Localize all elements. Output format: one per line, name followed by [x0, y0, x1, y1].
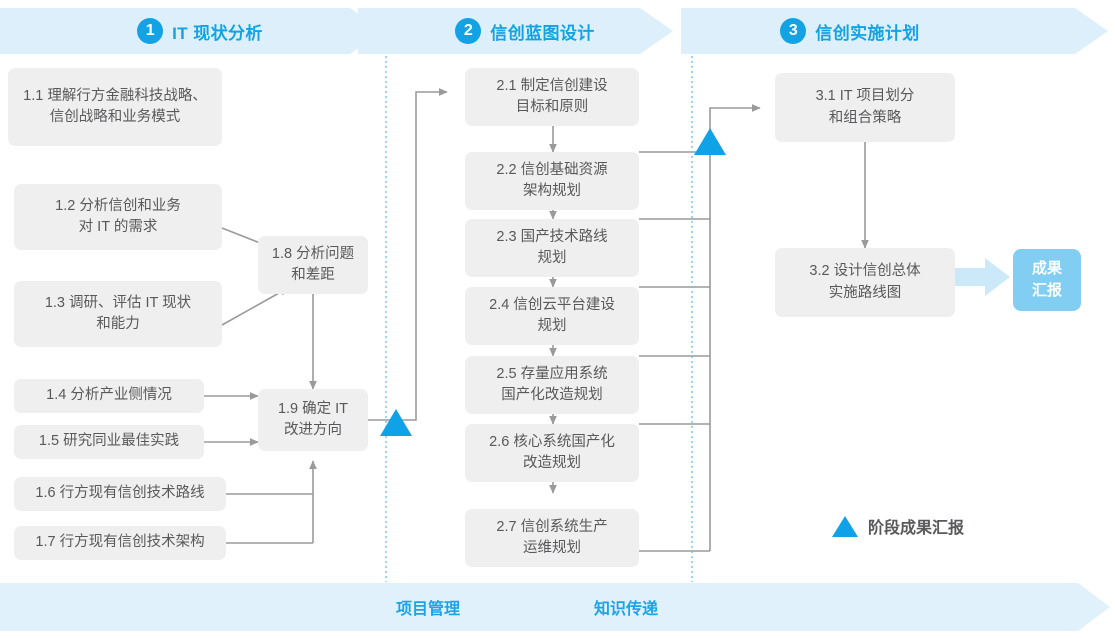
footer-band: [0, 583, 1115, 631]
task-box-2-2[interactable]: 2.2 信创基础资源 架构规划: [465, 152, 639, 210]
task-box-2-7[interactable]: 2.7 信创系统生产 运维规划: [465, 509, 639, 567]
result-arrow-icon: [952, 258, 1010, 296]
task-box-1-7[interactable]: 1.7 行方现有信创技术架构: [14, 526, 226, 560]
task-box-1-5[interactable]: 1.5 研究同业最佳实践: [14, 425, 204, 459]
task-box-2-4[interactable]: 2.4 信创云平台建设 规划: [465, 287, 639, 345]
task-box-1-6[interactable]: 1.6 行方现有信创技术路线: [14, 477, 226, 511]
legend: 阶段成果汇报: [832, 514, 964, 538]
task-box-3-1[interactable]: 3.1 IT 项目划分 和组合策略: [775, 73, 955, 142]
milestone-triangle-phase1: [380, 409, 412, 436]
task-box-1-3[interactable]: 1.3 调研、评估 IT 现状 和能力: [14, 281, 222, 347]
task-box-1-2[interactable]: 1.2 分析信创和业务 对 IT 的需求: [14, 184, 222, 250]
task-box-2-5[interactable]: 2.5 存量应用系统 国产化改造规划: [465, 356, 639, 414]
task-box-1-8[interactable]: 1.8 分析问题 和差距: [258, 236, 368, 294]
milestone-triangle-phase2: [694, 128, 726, 155]
task-box-1-1[interactable]: 1.1 理解行方金融科技战略、 信创战略和业务模式: [8, 68, 222, 146]
phase-header-band: [0, 8, 1115, 54]
task-box-2-1[interactable]: 2.1 制定信创建设 目标和原则: [465, 68, 639, 126]
result-report-box[interactable]: 成果 汇报: [1013, 249, 1081, 311]
legend-label: 阶段成果汇报: [868, 520, 965, 537]
task-box-2-3[interactable]: 2.3 国产技术路线 规划: [465, 219, 639, 277]
triangle-icon: [832, 515, 858, 537]
task-box-3-2[interactable]: 3.2 设计信创总体 实施路线图: [775, 248, 955, 317]
task-box-1-4[interactable]: 1.4 分析产业侧情况: [14, 379, 204, 413]
task-box-1-9[interactable]: 1.9 确定 IT 改进方向: [258, 389, 368, 451]
task-box-2-6[interactable]: 2.6 核心系统国产化 改造规划: [465, 424, 639, 482]
